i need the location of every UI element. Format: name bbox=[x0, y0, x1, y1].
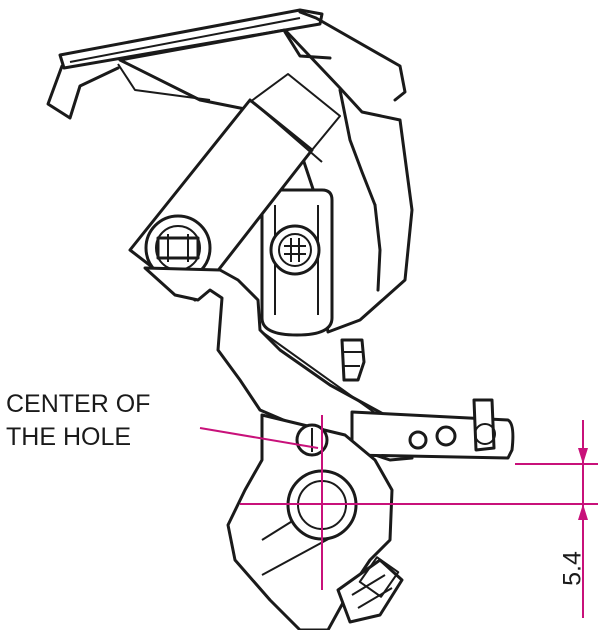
pointer-line bbox=[199, 427, 319, 449]
hole-marker bbox=[295, 423, 329, 457]
top-spring-plate bbox=[46, 8, 407, 120]
label-the-hole: THE HOLE bbox=[6, 423, 132, 451]
dimension-value: 5.4 bbox=[558, 551, 587, 586]
bottom-connector bbox=[336, 556, 404, 624]
side-screws bbox=[340, 338, 366, 382]
foot-body bbox=[226, 413, 394, 630]
guide-plate bbox=[350, 398, 515, 460]
lower-arm bbox=[143, 266, 414, 462]
label-center-of: CENTER OF bbox=[6, 390, 151, 418]
dimension-lines bbox=[412, 420, 598, 618]
center-lines bbox=[240, 415, 412, 590]
cross-screw bbox=[269, 224, 321, 276]
slotted-screw bbox=[144, 214, 212, 282]
